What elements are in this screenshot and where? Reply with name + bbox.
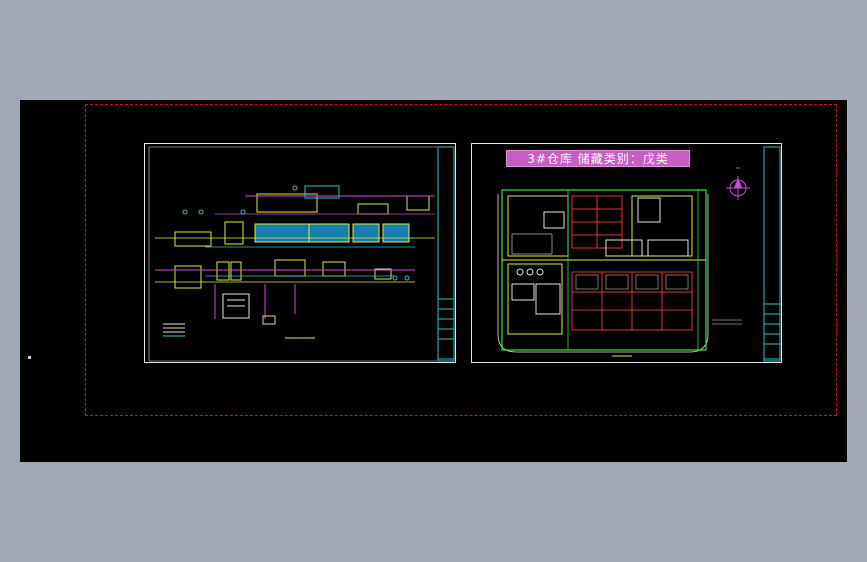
process-flow-diagram — [148, 146, 455, 362]
cad-viewport[interactable]: 3#仓库 储藏类别：戊类 — [20, 100, 847, 462]
storage-category-banner: 3#仓库 储藏类别：戊类 — [506, 150, 690, 167]
drawing-sheet-process-flow[interactable] — [144, 143, 456, 363]
print-boundary-frame — [85, 104, 837, 416]
warehouse-floor-plan — [497, 146, 781, 362]
north-arrow-icon — [726, 167, 750, 200]
ucs-icon — [28, 356, 31, 359]
drawing-sheet-warehouse-plan[interactable]: 3#仓库 储藏类别：戊类 — [471, 143, 782, 363]
